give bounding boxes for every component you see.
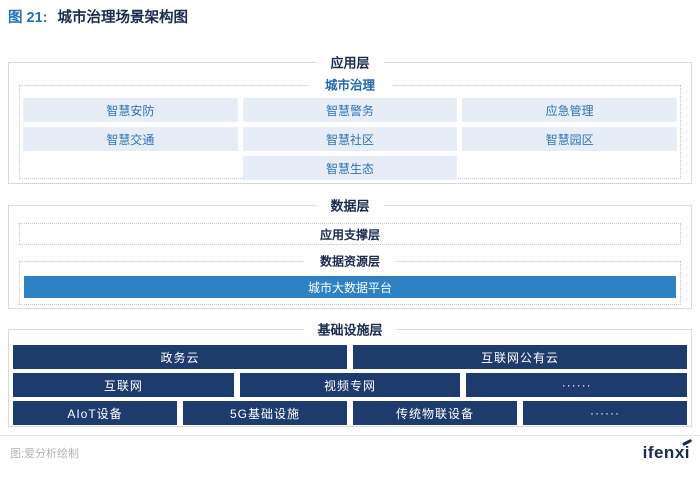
infrastructure-row: AIoT设备 5G基础设施 传统物联设备 ······ — [13, 401, 687, 425]
app-cell-1-1: 智慧社区 — [242, 127, 458, 151]
infra-cell-1-0: 互联网 — [13, 373, 234, 397]
application-row: 智慧安防 智慧警务 应急管理 — [23, 98, 678, 122]
footer-divider — [0, 435, 700, 436]
data-resource-layer: 数据资源层 城市大数据平台 — [19, 254, 681, 305]
infra-cell-2-2: 传统物联设备 — [353, 401, 517, 425]
app-cell-0-1: 智慧警务 — [242, 98, 458, 122]
application-grid: 智慧安防 智慧警务 应急管理 智慧交通 智慧社区 智慧园区 智慧生态 — [20, 86, 680, 183]
app-cell-empty — [23, 156, 238, 180]
ifenxi-logo-text: ifenxi — [642, 443, 690, 462]
footer: 图:爱分析绘制 ifenxi — [10, 438, 693, 463]
infra-cell-1-2: ······ — [466, 373, 688, 397]
infrastructure-layer-label: 基础设施层 — [303, 322, 397, 338]
city-big-data-platform-bar: 城市大数据平台 — [24, 276, 676, 298]
application-support-layer: 应用支撑层 — [19, 223, 681, 245]
figure-credit: 图:爱分析绘制 — [10, 448, 80, 460]
infra-cell-0-0: 政务云 — [13, 345, 347, 369]
figure-title-text: 城市治理场景架构图 — [57, 10, 189, 26]
application-layer-label: 应用层 — [316, 55, 384, 71]
app-cell-2-1: 智慧生态 — [242, 156, 458, 180]
application-row: 智慧生态 — [23, 156, 677, 180]
infrastructure-layer-box: 基础设施层 政务云 互联网公有云 互联网 视频专网 ······ AIoT设备 … — [8, 322, 692, 428]
urban-governance-label: 城市治理 — [308, 78, 392, 94]
ifenxi-logo: ifenxi — [642, 438, 693, 463]
app-cell-empty — [462, 156, 677, 180]
urban-governance-group: 城市治理 智慧安防 智慧警务 应急管理 智慧交通 智慧社区 智慧园区 智慧生态 — [19, 78, 681, 180]
data-layer-label: 数据层 — [316, 198, 384, 214]
application-layer-box: 应用层 城市治理 智慧安防 智慧警务 应急管理 智慧交通 智慧社区 智慧园区 智… — [8, 55, 692, 184]
figure-title: 图 21: 城市治理场景架构图 — [8, 10, 700, 26]
app-cell-0-2: 应急管理 — [462, 98, 678, 122]
infra-cell-2-1: 5G基础设施 — [183, 401, 347, 425]
app-cell-1-2: 智慧园区 — [462, 127, 678, 151]
data-resource-label: 数据资源层 — [303, 254, 397, 270]
infra-cell-2-3: ······ — [523, 401, 687, 425]
figure-number: 图 21: — [8, 10, 48, 26]
app-cell-1-0: 智慧交通 — [23, 127, 238, 151]
data-layer-box: 数据层 应用支撑层 数据资源层 城市大数据平台 — [8, 198, 692, 309]
infrastructure-grid: 政务云 互联网公有云 互联网 视频专网 ······ AIoT设备 5G基础设施… — [9, 330, 691, 428]
infrastructure-row: 政务云 互联网公有云 — [13, 345, 687, 369]
infra-cell-2-0: AIoT设备 — [13, 401, 177, 425]
infra-cell-0-1: 互联网公有云 — [353, 345, 687, 369]
infra-cell-1-1: 视频专网 — [239, 373, 461, 397]
app-cell-0-0: 智慧安防 — [23, 98, 238, 122]
infrastructure-row: 互联网 视频专网 ······ — [13, 373, 688, 397]
application-row: 智慧交通 智慧社区 智慧园区 — [23, 127, 678, 151]
